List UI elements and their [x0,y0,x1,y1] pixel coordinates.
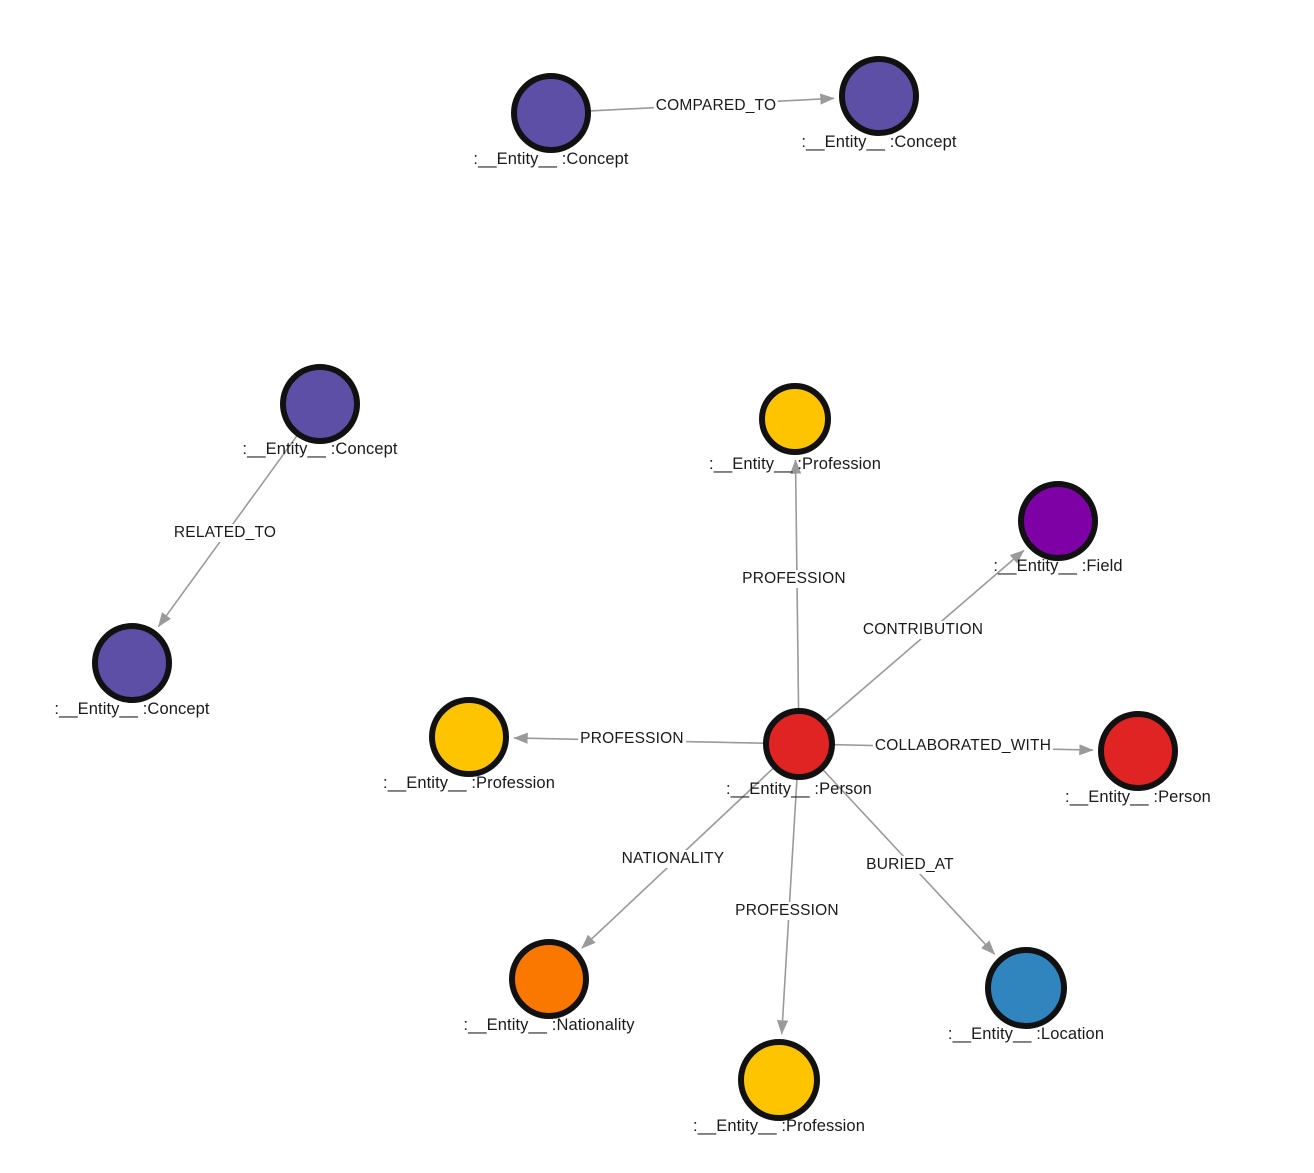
graph-node-profession[interactable] [429,697,509,777]
graph-edge[interactable] [589,93,835,112]
graph-node-profession[interactable] [738,1039,820,1121]
edges-layer [157,93,1094,1035]
graph-edge[interactable] [833,743,1094,756]
graph-node-concept[interactable] [839,56,919,136]
graph-node-profession[interactable] [759,383,831,455]
graph-node-concept[interactable] [92,623,172,703]
graph-node-field[interactable] [1018,481,1098,561]
graph-edge[interactable] [822,769,996,955]
graph-node-nationality[interactable] [509,939,589,1019]
graph-edge[interactable] [581,767,775,949]
nodes-layer [92,56,1178,1121]
graph-node-person[interactable] [763,708,835,780]
graph-edge[interactable] [513,732,765,745]
graph-node-concept[interactable] [511,73,591,153]
graph-edge[interactable] [825,549,1025,722]
graph-node-location[interactable] [985,947,1067,1029]
graph-node-concept[interactable] [280,364,360,444]
graph-edge[interactable] [790,459,802,710]
graph-node-person[interactable] [1098,711,1178,791]
graph-edge[interactable] [157,435,298,628]
graph-edge[interactable] [776,778,798,1035]
